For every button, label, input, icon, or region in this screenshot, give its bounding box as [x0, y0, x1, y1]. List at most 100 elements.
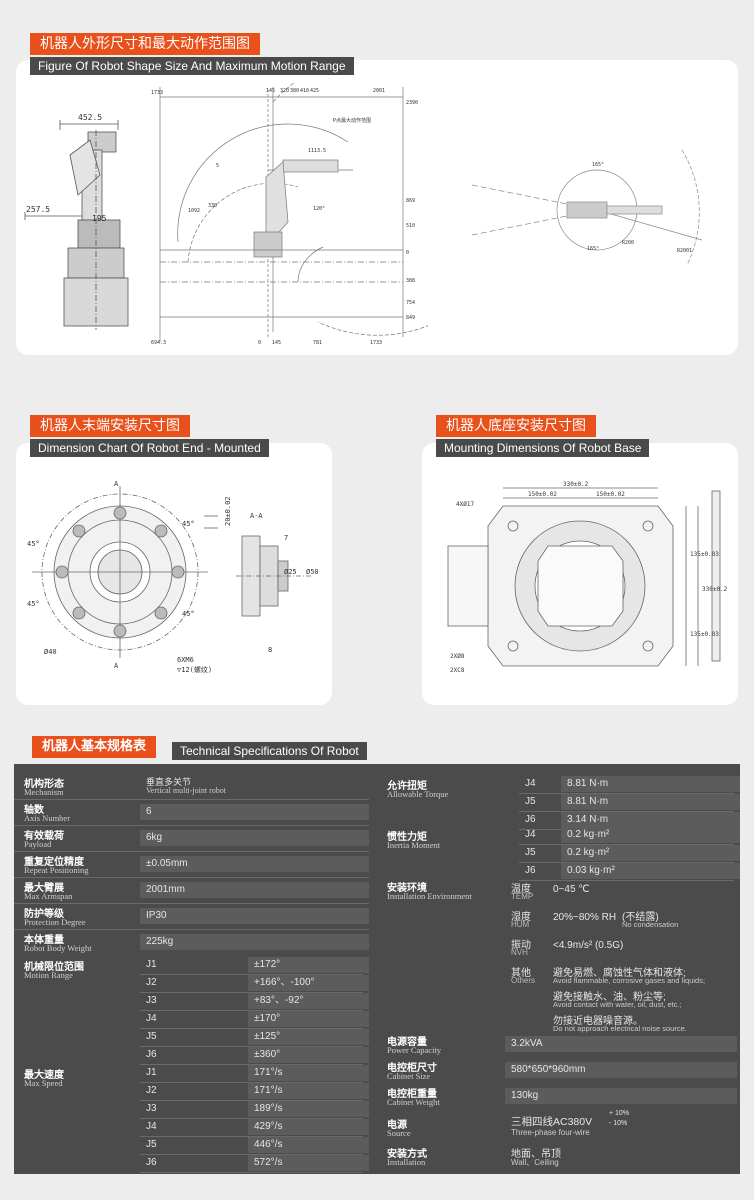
spec-row-label-cn: 本体重量 — [24, 935, 64, 946]
joint-value: +83°、-92° — [248, 993, 369, 1009]
joint-value: 8.81 N·m — [561, 794, 740, 810]
spec-row-label-en: Robot Body Weight — [24, 943, 92, 953]
env-nvh-val: <4.9m/s² (0.5G) — [553, 940, 624, 951]
spec-row-value: IP30 — [140, 908, 369, 924]
joint-name: J5 — [146, 1031, 157, 1042]
dim-l-1113: 1113.5 — [308, 148, 326, 154]
dim-330-h: 330±0.2 — [563, 481, 589, 488]
dim-2xc8: 2XC8 — [450, 667, 465, 674]
source-en: Source — [387, 1128, 411, 1138]
env-temp-val: 0~45 ℃ — [553, 884, 590, 895]
dim-r-2390: 2390 — [406, 100, 418, 106]
joint-name: J6 — [525, 865, 536, 876]
joint-separator — [140, 1028, 363, 1029]
max-range-note: P点最大动作范围 — [333, 117, 371, 124]
row-separator — [14, 877, 369, 878]
joint-separator — [140, 1154, 363, 1155]
install-cn: 安装方式 — [387, 1149, 427, 1160]
joint-value: 0.2 kg·m² — [561, 845, 740, 861]
spec-row-value: 3.2kVA — [505, 1036, 737, 1052]
joint-name: J2 — [146, 1085, 157, 1096]
spec-row-label-cn: 防护等级 — [24, 909, 64, 920]
joint-name: J4 — [525, 778, 536, 789]
end-mount-title-en: Dimension Chart Of Robot End - Mounted — [30, 439, 269, 457]
motion-range-title-en: Figure Of Robot Shape Size And Maximum M… — [30, 57, 354, 75]
joint-value: ±170° — [248, 1011, 369, 1027]
spec-row-label-en: Cabinet Size — [387, 1071, 431, 1081]
dim-top-425: 425 — [310, 88, 319, 94]
joint-name: J5 — [525, 796, 536, 807]
joint-value: 171°/s — [248, 1065, 369, 1081]
env-others-2e: Avoid contact with water, oil, dust, etc… — [553, 1000, 682, 1009]
spec-row-label-en: Power Capacity — [387, 1045, 442, 1055]
dim-top-410: 410 — [300, 88, 309, 94]
env-others-en: Others — [511, 976, 536, 985]
joint-name: J4 — [146, 1013, 157, 1024]
angle-45-3: 45° — [27, 600, 40, 608]
motion-range-title-cn: 机器人外形尺寸和最大动作范围图 — [30, 33, 260, 55]
install-val: 地面、吊顶 — [511, 1149, 561, 1160]
spec-row-label-cn: 电控柜尺寸 — [387, 1063, 437, 1074]
dim-d40: Ø40 — [44, 648, 57, 656]
dim-330-v: 330±0.2 — [702, 586, 728, 593]
spec-row-value: 225kg — [140, 934, 369, 950]
dim-top-380: 380 — [290, 88, 299, 94]
joint-value: ±172° — [248, 957, 369, 973]
install-val2: Wall、Ceiling — [511, 1158, 559, 1167]
dim-r2001: R2001 — [677, 248, 692, 254]
joint-value: 429°/s — [248, 1119, 369, 1135]
joint-separator — [519, 862, 734, 863]
dim-b-0: 0 — [258, 340, 261, 346]
dim-20: 20±0.02 — [224, 496, 232, 526]
dim-r-869: 869 — [406, 198, 415, 204]
dim-r-754: 754 — [406, 300, 415, 306]
joint-separator — [140, 1064, 363, 1065]
spec-row-label-en: Repeat Positioning — [24, 865, 89, 875]
joint-separator — [140, 1010, 363, 1011]
env-hum-val2: (不结露) — [622, 912, 659, 923]
joint-name: J4 — [146, 1121, 157, 1132]
dim-135-a: 135±0.03 — [690, 551, 719, 558]
joint-value: ±360° — [248, 1047, 369, 1063]
env-hum-val: 20%~80% RH — [553, 912, 617, 923]
env-others-cn: 其他 — [511, 968, 531, 979]
spec-row-value: 6 — [140, 804, 369, 820]
dim-l-5: 5 — [216, 163, 219, 169]
spec-title-en: Technical Specifications Of Robot — [172, 742, 367, 760]
spec-row-label-cn: 重复定位精度 — [24, 857, 84, 868]
group-label-cn: 机械限位范围 — [24, 962, 84, 973]
joint-name: J5 — [146, 1139, 157, 1150]
joint-value: 171°/s — [248, 1083, 369, 1099]
joint-separator — [140, 992, 363, 993]
joint-separator — [140, 1172, 363, 1173]
env-nvh-en: NVH — [511, 948, 528, 957]
spec-row-label-cn: 电源容量 — [387, 1037, 427, 1048]
spec-row-label-cn: 有效载荷 — [24, 831, 64, 842]
dim-b-694: 694.3 — [151, 340, 166, 346]
env-nvh-cn: 振动 — [511, 940, 531, 951]
spec-row-value: 2001mm — [140, 882, 369, 898]
joint-name: J6 — [525, 814, 536, 825]
joint-name: J1 — [146, 959, 157, 970]
env-others-3: 勿接近电器噪音源。 — [553, 1016, 643, 1027]
dim-452: 452.5 — [78, 113, 102, 122]
angle-45-4: 45° — [182, 610, 195, 618]
joint-value: 8.81 N·m — [561, 776, 740, 792]
spec-row-value-en: Vertical multi-joint robot — [146, 786, 226, 795]
source-val: 三相四线AC380V — [511, 1116, 593, 1128]
joint-separator — [140, 1046, 363, 1047]
robot-working-range-drawing: 1733 145 320 380 410 425 2001 2390 869 5… — [151, 82, 428, 346]
joint-separator — [519, 793, 734, 794]
joint-value: +166°、-100° — [248, 975, 369, 991]
dim-r200: R200 — [622, 240, 634, 246]
env-others-2: 避免接触水、油、粉尘等; — [553, 992, 666, 1003]
spec-row-value: 130kg — [505, 1088, 737, 1104]
joint-value: 572°/s — [248, 1155, 369, 1171]
